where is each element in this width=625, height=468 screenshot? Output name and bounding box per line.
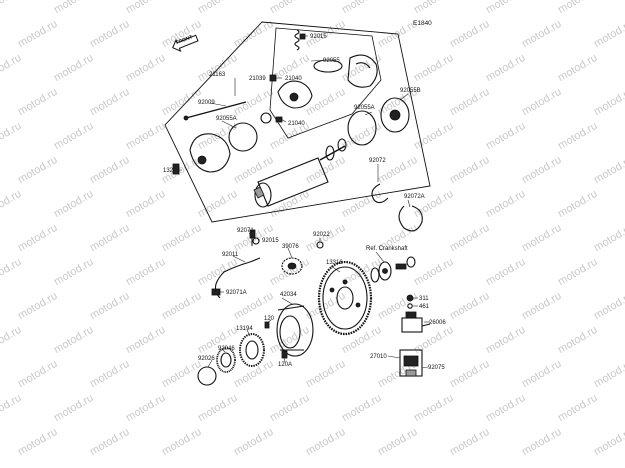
label-26006: 26006 <box>429 320 446 326</box>
label-120A: 120A <box>278 362 292 368</box>
bolt-120A <box>281 350 288 359</box>
washer-92015-mid <box>252 237 260 245</box>
end-cover-detail <box>355 62 371 69</box>
through-bolt-92009 <box>185 101 247 119</box>
bolt-92071 <box>249 229 256 246</box>
one-way-clutch-13194 <box>239 333 265 367</box>
brush-holder-21040 <box>277 80 313 109</box>
bolt-head <box>183 115 189 121</box>
label-132: 132 <box>163 168 174 174</box>
label-120: 120 <box>264 316 275 322</box>
crankshaft-ref-parts <box>370 256 416 283</box>
label-461: 461 <box>419 304 430 310</box>
label-92055-top: 92055 <box>323 58 340 64</box>
circlip-92072A <box>398 205 423 232</box>
label-92055A-left: 92055A <box>216 116 237 122</box>
front-end-housing <box>189 133 231 173</box>
label-92009: 92009 <box>198 100 215 106</box>
label-27010: 27010 <box>370 354 387 360</box>
o-ring-92055A-left <box>228 122 258 152</box>
end-cap-bearing <box>389 109 401 121</box>
label-92072A: 92072A <box>404 194 425 200</box>
washer-461 <box>407 303 413 309</box>
needle-bearing-92046 <box>216 347 236 373</box>
label-21040-b: 21040 <box>288 121 305 127</box>
label-92072: 92072 <box>369 158 386 164</box>
label-92026: 92026 <box>198 356 215 362</box>
cable-end <box>249 257 261 263</box>
idler-gear-39076 <box>281 257 303 275</box>
starter-clutch-42034 <box>276 303 314 357</box>
washer-92026 <box>197 366 217 386</box>
screw-132 <box>172 163 180 175</box>
brush-holder-subframe <box>269 27 382 139</box>
label-13194: 13194 <box>236 326 253 332</box>
label-92055B: 92055B <box>400 88 421 94</box>
bolt-21040 <box>275 116 283 123</box>
washer-left <box>260 112 272 124</box>
end-cover <box>347 54 378 88</box>
leader-lines <box>174 35 430 369</box>
label-92055A-right: 92055A <box>354 105 375 111</box>
nut-311 <box>406 294 414 302</box>
part-labels: 92015 92055 21039 21040 21040 21163 9200… <box>163 34 446 371</box>
label-92075: 92075 <box>428 365 445 371</box>
label-92015-mid: 92015 <box>262 238 279 244</box>
starter-assembly-frame <box>164 21 431 223</box>
starter-relay-27010 <box>399 311 423 377</box>
label-311: 311 <box>419 296 429 302</box>
brush-92015-top <box>299 33 306 40</box>
housing-boss <box>197 155 207 165</box>
label-92022: 92022 <box>313 232 330 238</box>
label-ref-crankshaft: Ref. Crankshaft <box>366 246 408 252</box>
bolt-120 <box>264 321 270 329</box>
label-39076: 39076 <box>282 244 299 250</box>
label-92015-top: 92015 <box>310 34 327 40</box>
washer-92022 <box>316 241 324 249</box>
label-21040-a: 21040 <box>285 76 302 82</box>
commutator-end <box>289 92 299 102</box>
label-13316: 13316 <box>326 260 343 266</box>
starter-clutch-gear-13316 <box>317 260 373 336</box>
label-92046: 92046 <box>218 346 235 352</box>
label-42034: 42034 <box>280 292 297 298</box>
label-21039: 21039 <box>249 76 266 82</box>
diagram-code: E1840 <box>413 20 432 27</box>
front-arrow-icon <box>172 34 199 52</box>
brush-21039 <box>269 74 277 82</box>
o-ring-92055B <box>380 97 410 133</box>
label-21163: 21163 <box>209 72 226 78</box>
label-92071: 92071 <box>237 228 254 234</box>
brush-spring <box>294 29 300 51</box>
label-92011: 92011 <box>222 252 239 258</box>
circlip-92072 <box>371 183 389 204</box>
o-ring-92055A-right <box>347 110 377 146</box>
terminal-26006 <box>421 323 431 327</box>
starter-motor-yoke <box>253 138 347 208</box>
label-92071A: 92071A <box>226 290 247 296</box>
